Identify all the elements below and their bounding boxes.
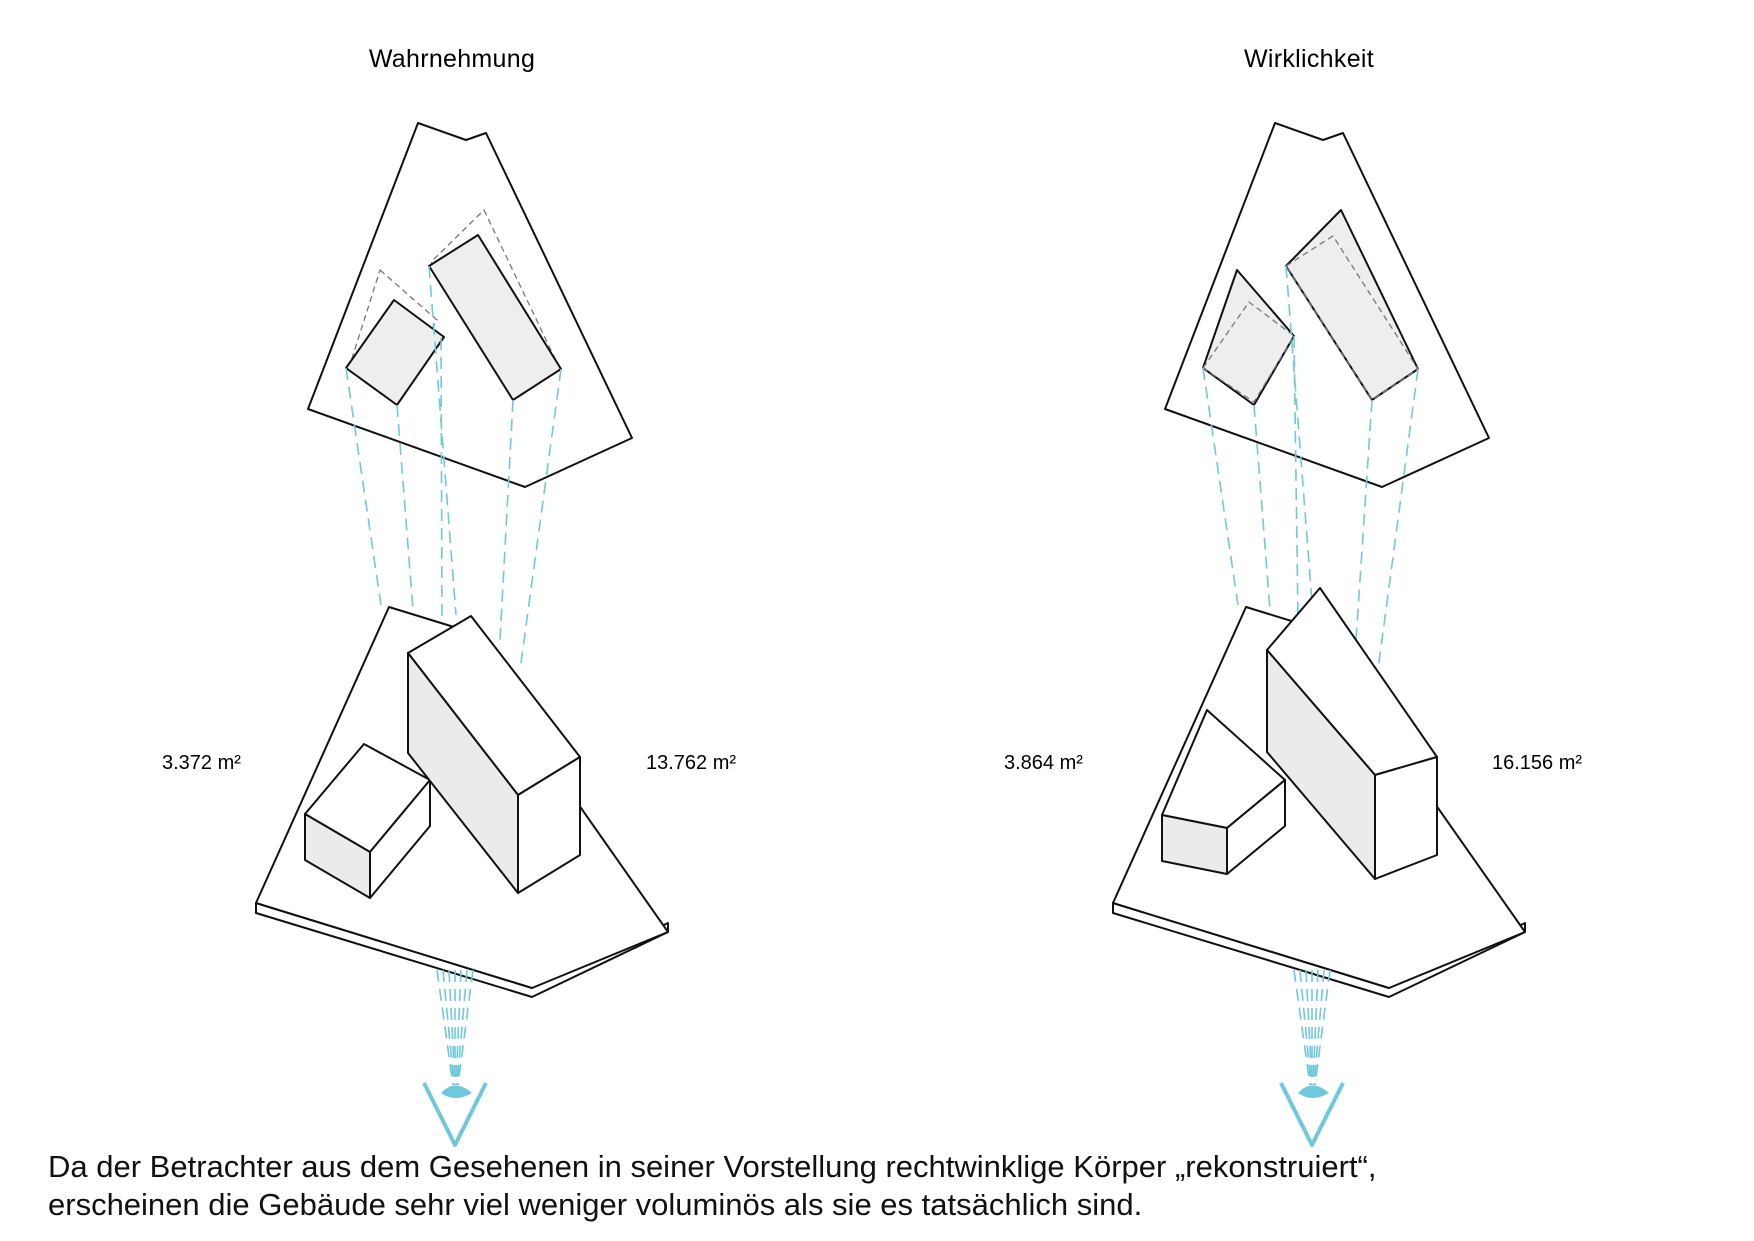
- caption-line-2: erscheinen die Gebäude sehr viel weniger…: [48, 1187, 1143, 1222]
- perceived-outline-small: [1202, 301, 1295, 403]
- site-plan-reality: [1164, 122, 1490, 488]
- panel-heading-reality: Wirklichkeit: [1244, 45, 1374, 73]
- model-reality: [1112, 587, 1526, 998]
- sightlines-eye-perception: [436, 969, 474, 1086]
- panel-reality: Wirklichkeit: [1004, 45, 1582, 1147]
- panel-perception: Wahrnehmung: [162, 45, 736, 1147]
- eye-icon: [422, 1082, 488, 1147]
- caption-line-1: Da der Betrachter aus dem Gesehenen in s…: [48, 1149, 1377, 1184]
- site-plan-perception: [307, 122, 633, 488]
- eye-icon: [1279, 1082, 1345, 1147]
- large-building-side: [1374, 756, 1438, 880]
- area-small-perception: 3.372 m²: [162, 752, 241, 774]
- model-perception: [255, 606, 669, 998]
- area-small-reality: 3.864 m²: [1004, 752, 1083, 774]
- perceived-outline-large: [430, 208, 560, 398]
- caption: Da der Betrachter aus dem Gesehenen in s…: [48, 1148, 1708, 1224]
- sightlines-eye-reality: [1293, 969, 1331, 1086]
- footprint-small: [345, 299, 445, 406]
- sightlines-plan-perception: [345, 265, 562, 671]
- panel-heading-perception: Wahrnehmung: [369, 45, 535, 73]
- small-building-side: [369, 779, 431, 899]
- area-large-reality: 16.156 m²: [1492, 752, 1582, 774]
- small-building-side: [1226, 779, 1286, 875]
- sightlines-plan-reality: [1202, 265, 1419, 671]
- area-large-perception: 13.762 m²: [646, 752, 736, 774]
- large-building-side: [517, 756, 581, 894]
